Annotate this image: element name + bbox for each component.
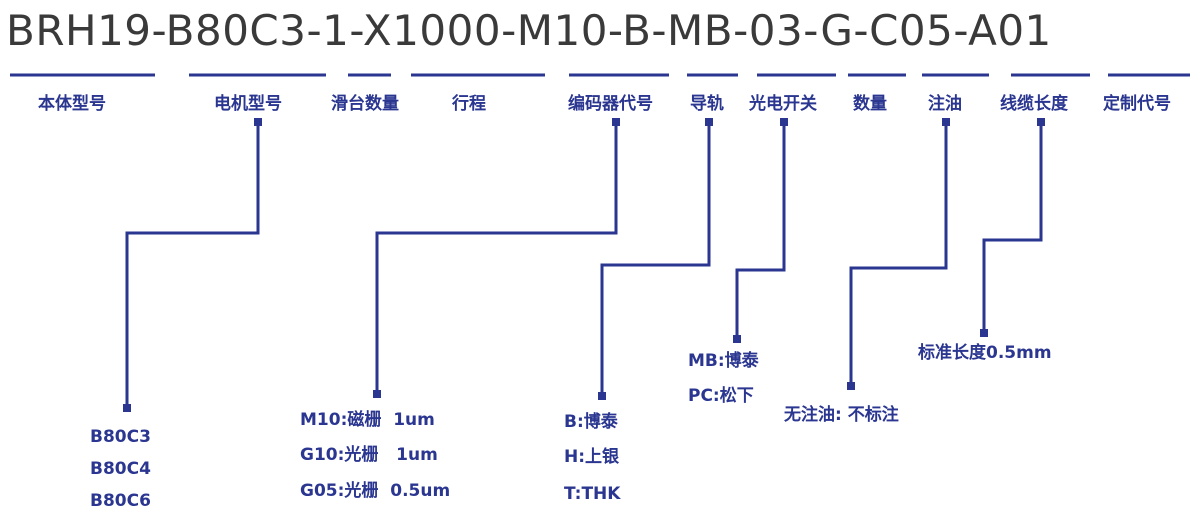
option-oil-1: 无注油: 不标注: [784, 405, 899, 425]
segment-label-body: 本体型号: [38, 94, 106, 114]
leader-start-square-encoder: [612, 118, 620, 126]
segment-label-qty: 数量: [853, 94, 887, 114]
segment-label-encoder: 编码器代号: [568, 94, 653, 114]
option-rail-1: B:博泰: [564, 412, 618, 432]
leader-end-square-switch: [733, 335, 741, 343]
leader-start-square-switch: [780, 118, 788, 126]
segment-label-cable: 线缆长度: [1000, 94, 1068, 114]
option-switch-1: MB:博泰: [688, 351, 759, 371]
leader-end-square-oil: [847, 382, 855, 390]
segment-label-switch: 光电开关: [749, 94, 817, 114]
leader-lines: [123, 118, 1045, 412]
segment-label-oil: 注油: [928, 94, 962, 114]
option-rail-2: H:上银: [564, 447, 620, 467]
leader-line-oil: [849, 122, 948, 386]
leader-end-square-motor: [123, 404, 131, 412]
leader-line-encoder: [375, 122, 618, 394]
leader-start-square-rail: [705, 118, 713, 126]
model-code: BRH19-B80C3-1-X1000-M10-B-MB-03-G-C05-A0…: [6, 6, 1052, 55]
option-motor-3: B80C6: [90, 491, 151, 511]
segment-label-custom: 定制代号: [1103, 94, 1171, 114]
segment-label-stroke: 行程: [452, 94, 486, 114]
leader-line-switch: [735, 122, 786, 339]
option-motor-1: B80C3: [90, 427, 151, 447]
leader-start-square-motor: [254, 118, 262, 126]
leader-end-square-encoder: [373, 390, 381, 398]
segment-label-rail: 导轨: [690, 94, 724, 114]
option-motor-2: B80C4: [90, 459, 151, 479]
option-rail-3: T:THK: [564, 484, 621, 504]
option-cable-1: 标准长度0.5mm: [918, 343, 1052, 363]
leader-end-square-rail: [598, 392, 606, 400]
option-switch-2: PC:松下: [688, 386, 754, 406]
option-encoder-1: M10:磁栅 1um: [300, 410, 435, 430]
leader-line-cable: [982, 122, 1043, 333]
option-encoder-3: G05:光栅 0.5um: [300, 481, 451, 501]
option-encoder-2: G10:光栅 1um: [300, 445, 438, 465]
leader-line-rail: [600, 122, 711, 396]
segment-label-motor: 电机型号: [214, 94, 282, 114]
leader-end-square-cable: [980, 329, 988, 337]
leader-line-motor: [125, 122, 260, 408]
leader-start-square-oil: [942, 118, 950, 126]
leader-start-square-cable: [1037, 118, 1045, 126]
segment-label-slides: 滑台数量: [331, 94, 399, 114]
